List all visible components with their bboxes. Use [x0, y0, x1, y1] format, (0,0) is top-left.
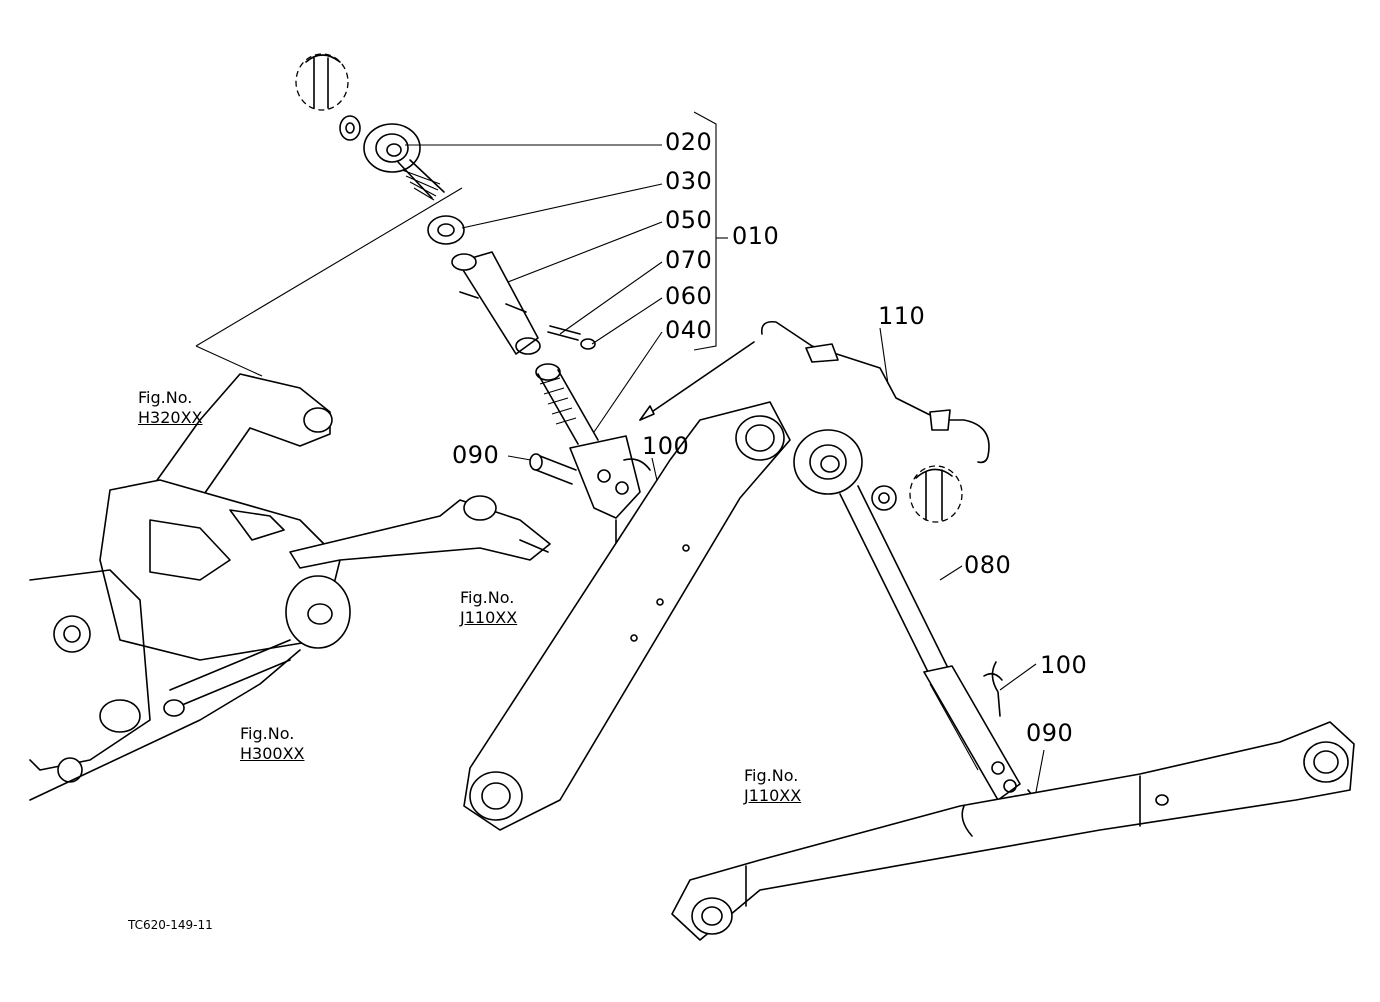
- callout-090-upper: 090: [452, 441, 500, 469]
- callout-010: 010: [732, 222, 780, 250]
- setscrew-060: [580, 338, 596, 350]
- lift-arm-left: [463, 401, 791, 831]
- callout-100-lower: 100: [1040, 651, 1088, 679]
- lift-rod-080: [793, 429, 1021, 801]
- figure-ref-h320-code: H320XX: [138, 408, 203, 427]
- pin-090-upper: [529, 453, 577, 485]
- figure-ref-j110-left[interactable]: Fig.No. J110XX: [460, 588, 517, 628]
- washer-top: [339, 115, 361, 141]
- figure-ref-j110-left-code: J110XX: [460, 608, 518, 627]
- linch-pin-top: [295, 53, 349, 111]
- linch-pin-080: [909, 465, 963, 523]
- rockshaft-housing: [29, 373, 551, 801]
- figure-ref-h320[interactable]: Fig.No. H320XX: [138, 388, 203, 428]
- leader-lines: [195, 111, 1045, 793]
- callout-080: 080: [964, 551, 1012, 579]
- sleeve-050: [451, 251, 541, 355]
- callout-030: 030: [665, 167, 713, 195]
- drawing-id: TC620-149-11: [128, 918, 213, 932]
- callout-100-upper: 100: [642, 432, 690, 460]
- figure-ref-h300-code: H300XX: [240, 744, 305, 763]
- figure-ref-j110-right[interactable]: Fig.No. J110XX: [744, 766, 801, 806]
- figure-ref-h300-prefix: Fig.No.: [240, 724, 295, 743]
- check-chain-110: [760, 320, 990, 464]
- callout-070: 070: [665, 246, 713, 274]
- callout-110: 110: [878, 302, 926, 330]
- figure-ref-h300[interactable]: Fig.No. H300XX: [240, 724, 305, 764]
- clevis-fork: [569, 435, 641, 519]
- callout-020: 020: [665, 128, 713, 156]
- r-pin-100-lower: [983, 661, 1003, 717]
- washer-080: [871, 485, 897, 511]
- callout-060: 060: [665, 282, 713, 310]
- lower-link-right: [671, 721, 1355, 941]
- lock-nut-030: [427, 215, 465, 245]
- callout-050: 050: [665, 206, 713, 234]
- figure-ref-h320-prefix: Fig.No.: [138, 388, 193, 407]
- figure-ref-j110-right-code: J110XX: [744, 786, 802, 805]
- callout-090-lower: 090: [1026, 719, 1074, 747]
- pin-070: [547, 325, 581, 341]
- ball-joint-020: [363, 123, 445, 201]
- figure-ref-j110-right-prefix: Fig.No.: [744, 766, 799, 785]
- callout-040: 040: [665, 316, 713, 344]
- figure-ref-j110-left-prefix: Fig.No.: [460, 588, 515, 607]
- threaded-rod-040: [535, 363, 599, 445]
